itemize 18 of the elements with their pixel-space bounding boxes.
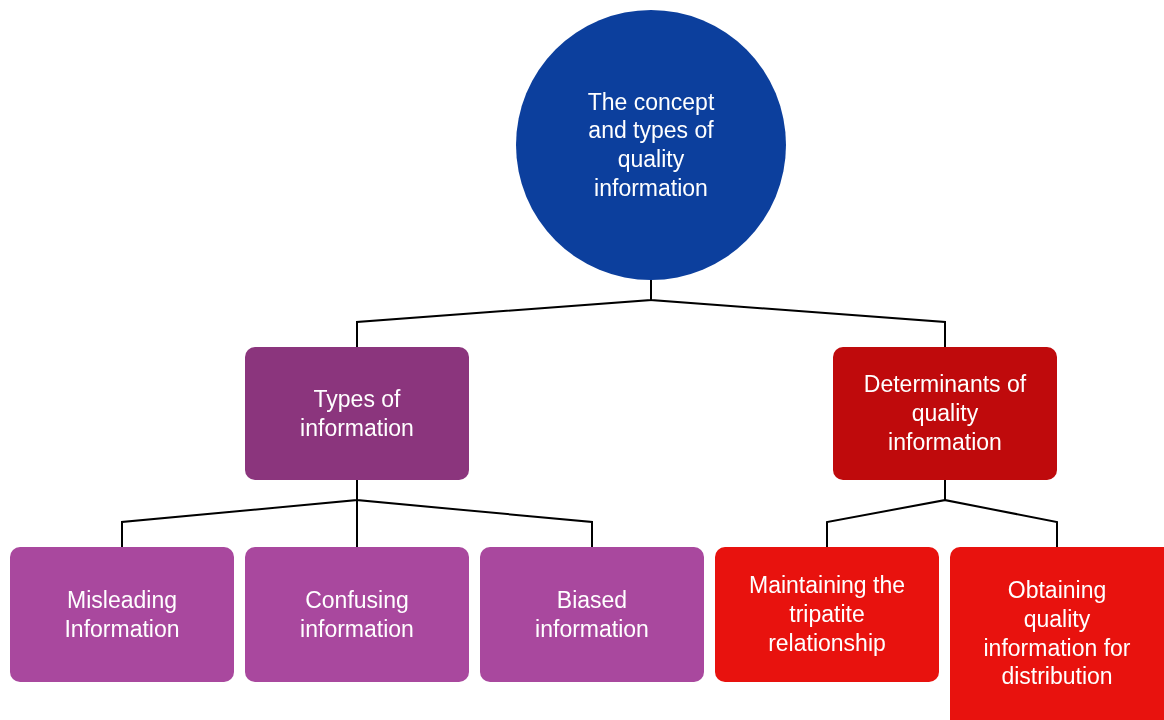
connector-line — [356, 479, 593, 548]
subtopic-box — [715, 547, 939, 682]
subtopic-box — [10, 547, 234, 682]
node-label: Maintaining the tripatite relationship — [748, 571, 906, 658]
connector-line — [650, 279, 946, 348]
category-box — [833, 347, 1057, 480]
node-label: Biased information — [534, 585, 650, 644]
node-label: Confusing information — [299, 585, 415, 644]
subtopic-box — [245, 547, 469, 682]
node-label: The concept and types of quality information — [586, 87, 716, 203]
node-label: Determinants of quality information — [863, 370, 1027, 457]
subtopic-box — [950, 547, 1164, 720]
node-label: Types of information — [299, 384, 415, 443]
category-box — [245, 347, 469, 480]
node-label: Misleading Information — [63, 585, 181, 644]
node-label: Obtaining quality information for distribution — [982, 576, 1132, 691]
subtopic-box — [480, 547, 704, 682]
connector-line — [944, 479, 1058, 548]
